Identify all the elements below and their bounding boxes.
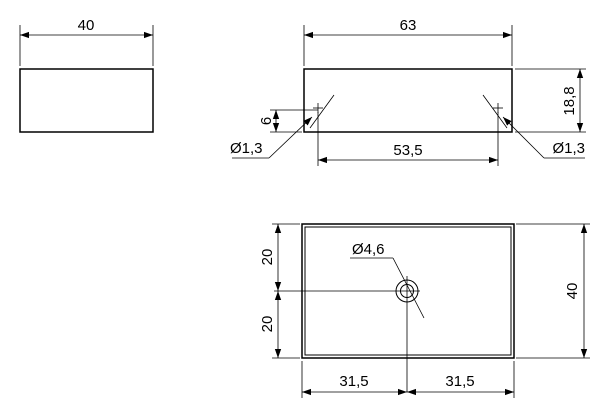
front-view: 63 18,8 6 Ø1,3 Ø1,3 53,5 (230, 17, 586, 166)
side-view: 40 (19, 17, 154, 133)
left-hole-axis (309, 94, 335, 129)
front-length-label: 63 (400, 17, 417, 34)
side-width-label: 40 (78, 17, 95, 34)
half-width-upper-label: 20 (259, 249, 276, 266)
half-width-lower-label: 20 (259, 316, 276, 333)
right-hole-axis (482, 94, 508, 129)
half-length-left-label: 31,5 (339, 373, 368, 390)
front-view-outline (303, 68, 513, 133)
left-hole-diameter-label: Ø1,3 (230, 140, 263, 157)
top-view: Ø4,6 20 20 40 31,5 31,5 (259, 223, 590, 398)
center-hole-diameter-label: Ø4,6 (352, 241, 385, 258)
hole-leader-line (392, 257, 425, 319)
hole-spacing-label: 53,5 (393, 142, 422, 159)
offset-label: 6 (258, 117, 275, 125)
front-height-label: 18,8 (561, 86, 578, 115)
half-length-right-label: 31,5 (445, 373, 474, 390)
left-hole-leader (268, 116, 313, 159)
right-hole-leader (502, 116, 545, 159)
right-hole-diameter-label: Ø1,3 (552, 140, 585, 157)
top-view-width-label: 40 (564, 283, 581, 300)
side-view-outline (19, 68, 154, 133)
